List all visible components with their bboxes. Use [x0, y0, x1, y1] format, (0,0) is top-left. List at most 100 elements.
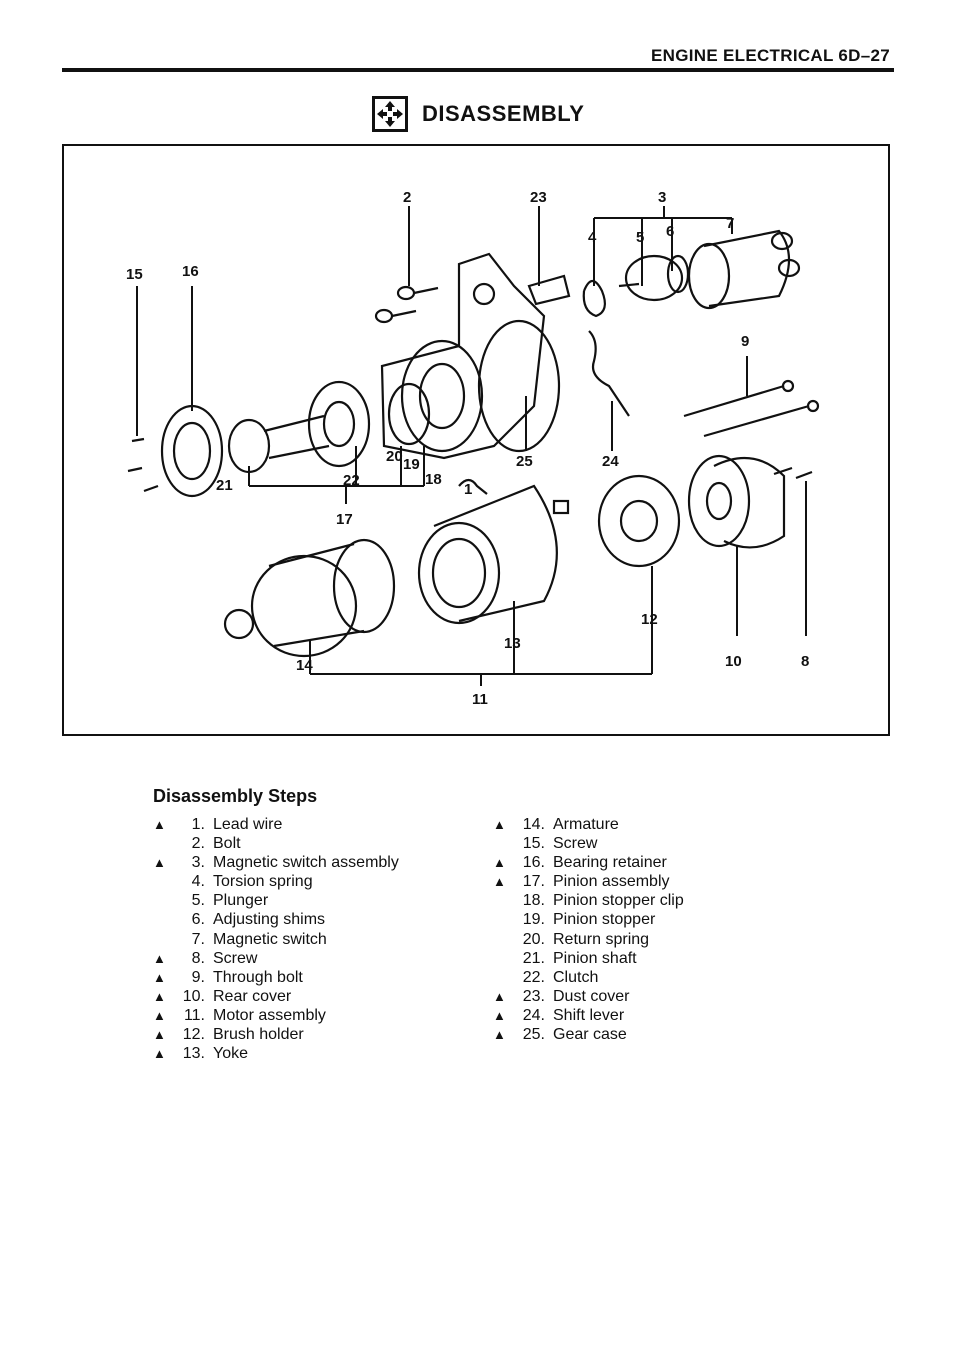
step-item: ▲24.Shift lever: [493, 1006, 684, 1025]
step-label: Brush holder: [213, 1026, 304, 1044]
step-number: 25.: [522, 1026, 545, 1044]
component-outlines: [127, 229, 820, 658]
callout-3: 3: [658, 189, 666, 206]
step-number: 8.: [191, 949, 205, 967]
important-marker: ▲: [153, 950, 166, 966]
important-marker: ▲: [153, 1027, 166, 1043]
step-item: 4. Torsion spring: [153, 872, 399, 891]
step-label: Shift lever: [553, 1006, 625, 1024]
step-label: Through bolt: [213, 968, 303, 986]
step-number: 6.: [191, 911, 205, 929]
step-number: 18.: [522, 892, 545, 910]
screw: [773, 466, 793, 476]
step-item: ▲9.Through bolt: [153, 968, 399, 987]
step-label: Bolt: [213, 835, 241, 853]
step-item: 22.Clutch: [493, 968, 684, 987]
pinion-assembly: [227, 380, 431, 474]
brush-holder: [597, 474, 681, 568]
step-item: ▲13.Yoke: [153, 1044, 399, 1063]
callout-20: 20: [386, 448, 403, 465]
step-item: 19. Pinion stopper: [493, 910, 684, 929]
step-label: Pinion stopper clip: [553, 892, 684, 910]
step-label: Magnetic switch: [213, 930, 327, 948]
step-number: 3.: [191, 854, 205, 872]
step-number: 5.: [191, 892, 205, 910]
important-marker: ▲: [493, 1027, 506, 1043]
step-number: 4.: [191, 873, 205, 891]
step-item: ▲10.Rear cover: [153, 987, 399, 1006]
callout-24: 24: [602, 453, 619, 470]
step-item: ▲11.Motor assembly: [153, 1006, 399, 1025]
shift-lever: [588, 330, 630, 417]
step-item: ▲25.Gear case: [493, 1025, 684, 1044]
section-title: DISASSEMBLY: [372, 96, 584, 132]
yoke: [417, 484, 570, 625]
callout-22: 22: [343, 472, 360, 489]
step-label: Pinion shaft: [553, 949, 637, 967]
starter-exploded-diagram: 1 2 23 3 4 5 6 7 15 16 9 20 19 18 21 22 …: [126, 189, 820, 708]
step-label: Return spring: [553, 930, 650, 948]
callout-18: 18: [425, 471, 442, 488]
callout-6: 6: [666, 223, 674, 240]
step-number: 16.: [522, 854, 545, 872]
step-number: 23.: [522, 987, 545, 1005]
callout-9: 9: [741, 333, 749, 350]
callout-7: 7: [726, 215, 734, 232]
step-label: Torsion spring: [213, 873, 313, 891]
steps-title: Disassembly Steps: [153, 786, 318, 806]
step-label: Magnetic switch assembly: [213, 854, 399, 872]
callout-16: 16: [182, 263, 199, 280]
step-label: Yoke: [213, 1045, 248, 1063]
lead-wire: [458, 478, 488, 495]
callout-4: 4: [588, 229, 597, 246]
bolts: [374, 285, 439, 324]
step-label: Pinion stopper: [553, 911, 656, 929]
step-number: 9.: [191, 968, 205, 986]
important-marker: ▲: [153, 1007, 166, 1023]
callout-17: 17: [336, 511, 353, 528]
step-number: 10.: [182, 987, 205, 1005]
callout-labels: 1 2 23 3 4 5 6 7 15 16 9 20 19 18 21 22 …: [126, 189, 809, 708]
step-item: 7.Magnetic switch: [153, 930, 399, 949]
step-item: ▲23.Dust cover: [493, 987, 684, 1006]
step-item: ▲ 8. Screw: [153, 949, 399, 968]
exploded-view-figure: 1 2 23 3 4 5 6 7 15 16 9 20 19 18 21 22 …: [62, 144, 890, 736]
step-item: 6.Adjusting shims: [153, 910, 399, 929]
callout-19: 19: [403, 456, 420, 473]
armature: [223, 538, 396, 658]
step-label: Motor assembly: [213, 1006, 326, 1024]
step-number: 13.: [182, 1045, 205, 1063]
plunger: [618, 254, 690, 302]
step-number: 20.: [522, 930, 545, 948]
step-label: Clutch: [553, 968, 599, 986]
step-item: ▲3.Magnetic switch assembly: [153, 853, 399, 872]
step-number: 14.: [522, 816, 545, 833]
important-marker: ▲: [493, 874, 506, 890]
step-number: 19.: [522, 911, 545, 929]
step-item: 5. Plunger: [153, 891, 399, 910]
step-item: ▲14.Armature: [493, 815, 684, 834]
step-label: Plunger: [213, 892, 269, 910]
step-label: Screw: [213, 949, 258, 967]
step-item: 2.Bolt: [153, 834, 399, 853]
step-item: 18. Pinion stopper clip: [493, 891, 684, 910]
gear-case: [380, 252, 561, 460]
step-number: 15.: [522, 835, 545, 853]
callout-23: 23: [530, 189, 547, 206]
callout-1: 1: [464, 481, 472, 498]
section-title-text: DISASSEMBLY: [422, 101, 585, 126]
rear-cover: [687, 454, 786, 549]
step-item: ▲1.Lead wire: [153, 815, 399, 834]
step-label: Screw: [553, 835, 598, 853]
callout-21: 21: [216, 477, 233, 494]
callout-10: 10: [725, 653, 742, 670]
callout-8: 8: [801, 653, 809, 670]
header-rule: [62, 68, 894, 72]
step-item: ▲17.Pinion assembly: [493, 872, 684, 891]
step-number: 24.: [522, 1006, 545, 1024]
important-marker: ▲: [153, 988, 166, 1004]
step-label: Armature: [553, 816, 619, 833]
leader-lines: [136, 206, 807, 686]
